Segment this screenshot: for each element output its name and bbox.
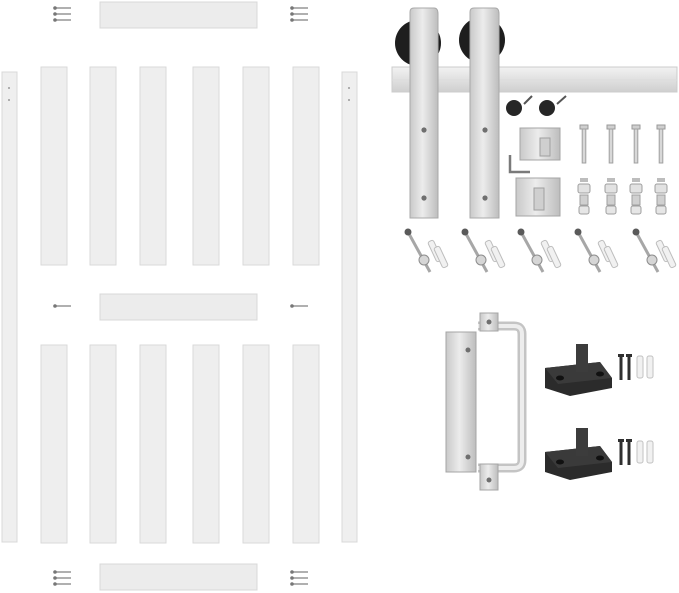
lower-slats bbox=[40, 344, 320, 544]
horizontal-rails bbox=[99, 1, 258, 591]
anchor-icon bbox=[636, 440, 644, 464]
screw-icon bbox=[290, 582, 308, 586]
anchor-icon bbox=[646, 355, 654, 379]
lower-slat-4 bbox=[192, 344, 220, 544]
upper-slats bbox=[40, 66, 320, 266]
lag-screw-icon bbox=[632, 228, 660, 273]
upper-slat-6 bbox=[292, 66, 320, 266]
screw-icon bbox=[618, 354, 624, 380]
bolt-icon bbox=[631, 124, 641, 164]
spacer-icon bbox=[604, 178, 618, 215]
upper-slat-3 bbox=[139, 66, 167, 266]
lag-screw-icon bbox=[517, 228, 545, 273]
anchor-icon bbox=[646, 440, 654, 464]
screw-icon bbox=[290, 6, 308, 10]
anchor-icon bbox=[636, 355, 644, 379]
lower-slat-1 bbox=[40, 344, 68, 544]
lag-screw-icon bbox=[404, 228, 432, 273]
screw-icon bbox=[53, 570, 71, 574]
bolt-icon bbox=[579, 124, 589, 164]
spacer-icon bbox=[654, 178, 668, 215]
upper-slat-4 bbox=[192, 66, 220, 266]
screw-icon bbox=[290, 304, 308, 308]
spacer-icon bbox=[577, 178, 591, 215]
wall-anchors bbox=[404, 228, 677, 273]
door-stoppers bbox=[506, 95, 567, 116]
screw-icon bbox=[53, 582, 71, 586]
screw-icon bbox=[53, 18, 71, 22]
spacer-icon bbox=[629, 178, 643, 215]
middle-rail bbox=[99, 293, 258, 321]
lower-slat-3 bbox=[139, 344, 167, 544]
floor-guide-upper bbox=[545, 344, 612, 396]
screw-icon bbox=[290, 576, 308, 580]
bolt-icon bbox=[656, 124, 666, 164]
spacers bbox=[577, 178, 668, 215]
top-rail bbox=[99, 1, 258, 29]
hex-key-icon bbox=[508, 155, 530, 174]
upper-slat-2 bbox=[89, 66, 117, 266]
lag-screw-icon bbox=[461, 228, 489, 273]
bolt-icon bbox=[606, 124, 616, 164]
lag-screw-icon bbox=[574, 228, 602, 273]
left-stile bbox=[1, 71, 18, 543]
screw-icon bbox=[290, 18, 308, 22]
anchor-icon bbox=[484, 239, 506, 269]
lower-slat-5 bbox=[242, 344, 270, 544]
screw-icon bbox=[53, 12, 71, 16]
screw-icon bbox=[618, 439, 624, 465]
lower-slat-6 bbox=[292, 344, 320, 544]
screw-icon bbox=[290, 12, 308, 16]
hanger-left bbox=[395, 7, 441, 219]
bottom-rail bbox=[99, 563, 258, 591]
screw-icon bbox=[626, 439, 632, 465]
anti-jump-brackets bbox=[508, 127, 561, 217]
floor-guide-hardware bbox=[618, 354, 654, 465]
hanger-right bbox=[459, 7, 505, 219]
upper-slat-5 bbox=[242, 66, 270, 266]
side-stiles bbox=[1, 71, 358, 543]
anchor-icon bbox=[427, 239, 449, 269]
lower-slat-2 bbox=[89, 344, 117, 544]
right-stile bbox=[341, 71, 358, 543]
screw-icon bbox=[626, 354, 632, 380]
track-rail bbox=[391, 66, 678, 93]
anchor-icon bbox=[655, 239, 677, 269]
screw-icon bbox=[53, 6, 71, 10]
anchor-icon bbox=[540, 239, 562, 269]
floor-guide-lower bbox=[545, 428, 612, 480]
screw-icon bbox=[53, 304, 71, 308]
mounting-bolts bbox=[579, 124, 666, 164]
upper-slat-1 bbox=[40, 66, 68, 266]
anchor-icon bbox=[597, 239, 619, 269]
screw-icon bbox=[290, 570, 308, 574]
door-handle bbox=[445, 312, 527, 491]
screw-icon bbox=[53, 576, 71, 580]
rail-screws bbox=[53, 6, 308, 586]
